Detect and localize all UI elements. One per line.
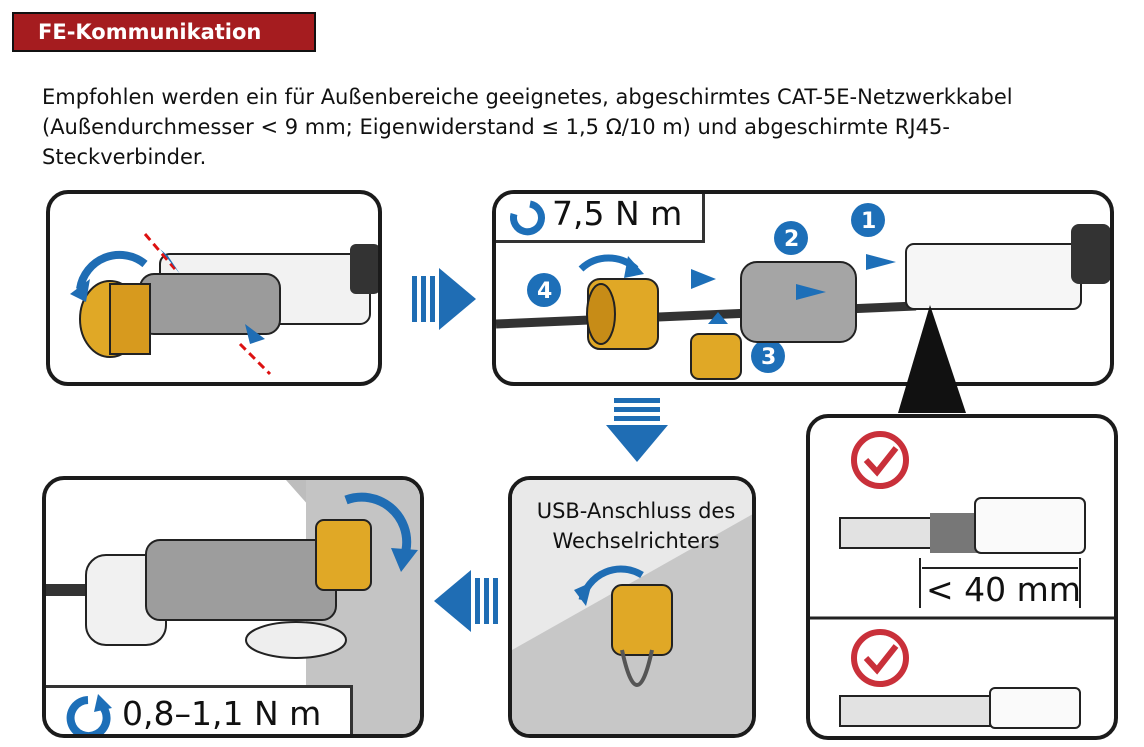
arrow-left-icon xyxy=(434,570,498,632)
step-3-label: 3 xyxy=(761,345,776,370)
arrow-down-icon xyxy=(606,398,668,462)
cable-illustration xyxy=(810,431,1114,729)
connector-illustration-1 xyxy=(70,233,378,376)
check-icon-2 xyxy=(851,629,909,687)
connector-illustration-2: 4 3 2 1 xyxy=(496,200,1110,380)
arrow-right-icon-1 xyxy=(412,268,476,330)
panel-usb-port: USB-Anschluss des Wechselrichters xyxy=(508,476,756,738)
panel-cable-preparation: < 40 mm xyxy=(806,414,1118,740)
usb-port-label: USB-Anschluss des Wechselrichters xyxy=(536,499,736,553)
panel-remove-cap xyxy=(46,190,382,386)
intro-paragraph: Empfohlen werden ein für Außenbereiche g… xyxy=(42,85,1013,169)
step-2-label: 2 xyxy=(784,227,799,252)
check-icon-1 xyxy=(851,431,909,489)
connector-illustration-4 xyxy=(46,480,420,734)
step-1-label: 1 xyxy=(861,209,876,234)
section-title: FE-Kommunikation xyxy=(12,12,316,52)
panel-tighten-connector: 0,8–1,1 N m xyxy=(42,476,424,738)
callout-pointer xyxy=(898,305,966,413)
torque-icon-2 xyxy=(66,694,112,734)
panel-assemble-connector: 7,5 N m 4 3 2 1 xyxy=(492,190,1114,386)
cable-length-label: < 40 mm xyxy=(926,570,1081,609)
torque-value-2: 0,8–1,1 N m xyxy=(122,694,322,733)
step-4-label: 4 xyxy=(537,279,552,304)
usb-port-illustration xyxy=(512,480,752,734)
torque-icon-1 xyxy=(510,200,545,236)
torque-value-1: 7,5 N m xyxy=(552,194,683,233)
